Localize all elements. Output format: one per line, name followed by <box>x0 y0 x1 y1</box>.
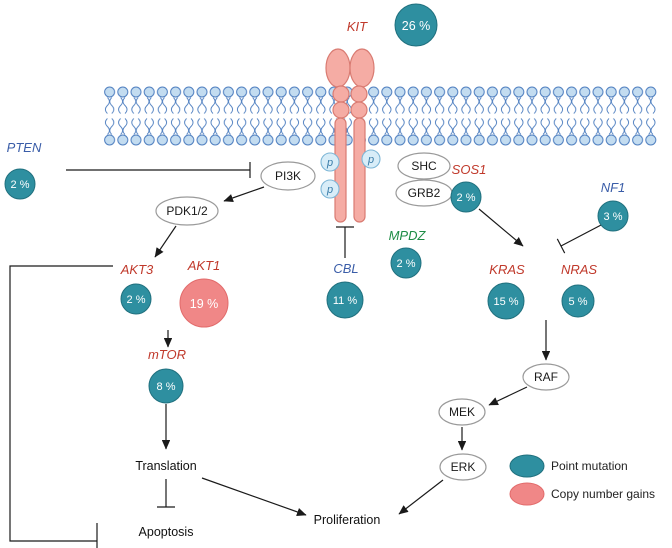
mpdz-gene-label: MPDZ <box>389 228 427 243</box>
phosphorylation-sites: p p p <box>320 149 381 199</box>
kit-pct-value: 26 % <box>402 19 431 33</box>
receptor-domain-circle <box>350 101 368 119</box>
raf-node <box>522 363 570 391</box>
phospho-icon <box>320 179 340 199</box>
protein-nodes: PI3K PDK1/2 SHC GRB2 RAF MEK ERK <box>155 152 570 481</box>
kit-receptor <box>325 48 375 223</box>
edge-translation-to-proliferation <box>201 477 307 516</box>
erk-node <box>439 453 487 481</box>
proliferation-label: Proliferation <box>314 513 381 527</box>
nf1-gene-label: NF1 <box>601 180 626 195</box>
receptor-chain-left <box>334 117 347 223</box>
edge-sos1-to-ras <box>478 208 524 247</box>
point-mutation-icon <box>509 454 545 478</box>
erk-label: ERK <box>451 460 476 474</box>
pten-gene-label: PTEN <box>7 140 42 155</box>
apoptosis-label: Apoptosis <box>139 525 194 539</box>
edge-pi3k-to-pdk <box>223 186 265 202</box>
akt1-pct-badge <box>179 278 229 328</box>
mek-node <box>438 398 486 426</box>
receptor-chain-right <box>353 117 366 223</box>
kras-gene-label: KRAS <box>489 262 525 277</box>
edge-raf-to-mek <box>488 386 528 406</box>
akt3-gene-label: AKT3 <box>120 262 154 277</box>
sos1-pct-badge <box>450 181 482 213</box>
mek-label: MEK <box>449 405 475 419</box>
nras-pct-value: 5 % <box>569 296 588 308</box>
mtor-pct-value: 8 % <box>157 381 176 393</box>
akt1-pct-value: 19 % <box>190 297 219 311</box>
copy-number-gains-icon <box>509 482 545 506</box>
shc-label: SHC <box>411 159 437 173</box>
akt1-gene-label: AKT1 <box>187 258 221 273</box>
phospho-icon <box>361 149 381 169</box>
cbl-gene-label: CBL <box>333 261 358 276</box>
mtor-gene-label: mTOR <box>148 347 186 362</box>
pathway-edges <box>9 162 604 548</box>
phospho-label: p <box>326 157 333 169</box>
copy-number-gains-label: Copy number gains <box>551 487 655 501</box>
pdk12-node <box>155 196 219 226</box>
process-labels: Translation Apoptosis Proliferation <box>135 459 380 539</box>
sos1-gene-label: SOS1 <box>452 162 487 177</box>
mpdz-pct-value: 2 % <box>397 258 416 270</box>
nf1-pct-value: 3 % <box>604 211 623 223</box>
pten-pct-value: 2 % <box>11 179 30 191</box>
nf1-pct-badge <box>597 200 629 232</box>
phospho-label: p <box>367 154 374 166</box>
receptor-domain-circle <box>332 101 350 119</box>
receptor-domain-circle <box>332 85 350 103</box>
raf-label: RAF <box>534 370 558 384</box>
nras-gene-label: NRAS <box>561 262 597 277</box>
kit-gene-label: KIT <box>347 19 368 34</box>
edge-akt-feedback-loop <box>9 265 113 542</box>
receptor-lobe-left <box>325 48 351 88</box>
akt3-pct-badge <box>120 283 152 315</box>
pten-pct-badge <box>4 168 36 200</box>
phospho-label: p <box>326 184 333 196</box>
cell-membrane <box>103 85 657 147</box>
pdk12-label: PDK1/2 <box>166 204 208 218</box>
receptor-domain-circle <box>350 85 368 103</box>
legend: Point mutation Copy number gains <box>509 454 655 506</box>
edge-erk-to-proliferation <box>398 479 444 515</box>
kras-pct-value: 15 % <box>493 296 518 308</box>
akt3-pct-value: 2 % <box>127 294 146 306</box>
mtor-pct-badge <box>148 368 184 404</box>
nras-pct-badge <box>561 284 595 318</box>
shc-node <box>397 152 451 180</box>
cbl-pct-value: 11 % <box>333 295 357 307</box>
pi3k-node <box>260 161 316 191</box>
gene-annotations: KIT 26 % PTEN 2 % SOS1 2 % NF1 3 % MPDZ … <box>4 3 629 404</box>
sos1-pct-value: 2 % <box>457 192 476 204</box>
receptor-lobe-right <box>349 48 375 88</box>
grb2-label: GRB2 <box>408 186 441 200</box>
translation-label: Translation <box>135 459 196 473</box>
kras-pct-badge <box>487 282 525 320</box>
point-mutation-label: Point mutation <box>551 459 628 473</box>
mpdz-pct-badge <box>390 247 422 279</box>
kit-pct-badge <box>394 3 438 47</box>
pi3k-label: PI3K <box>275 169 301 183</box>
edge-nf1-inhibition-bar <box>556 238 566 254</box>
phospho-icon <box>320 152 340 172</box>
edge-nf1-inhibits-ras <box>560 223 604 247</box>
edge-pdk-to-akt <box>154 225 177 258</box>
cbl-pct-badge <box>326 281 364 319</box>
